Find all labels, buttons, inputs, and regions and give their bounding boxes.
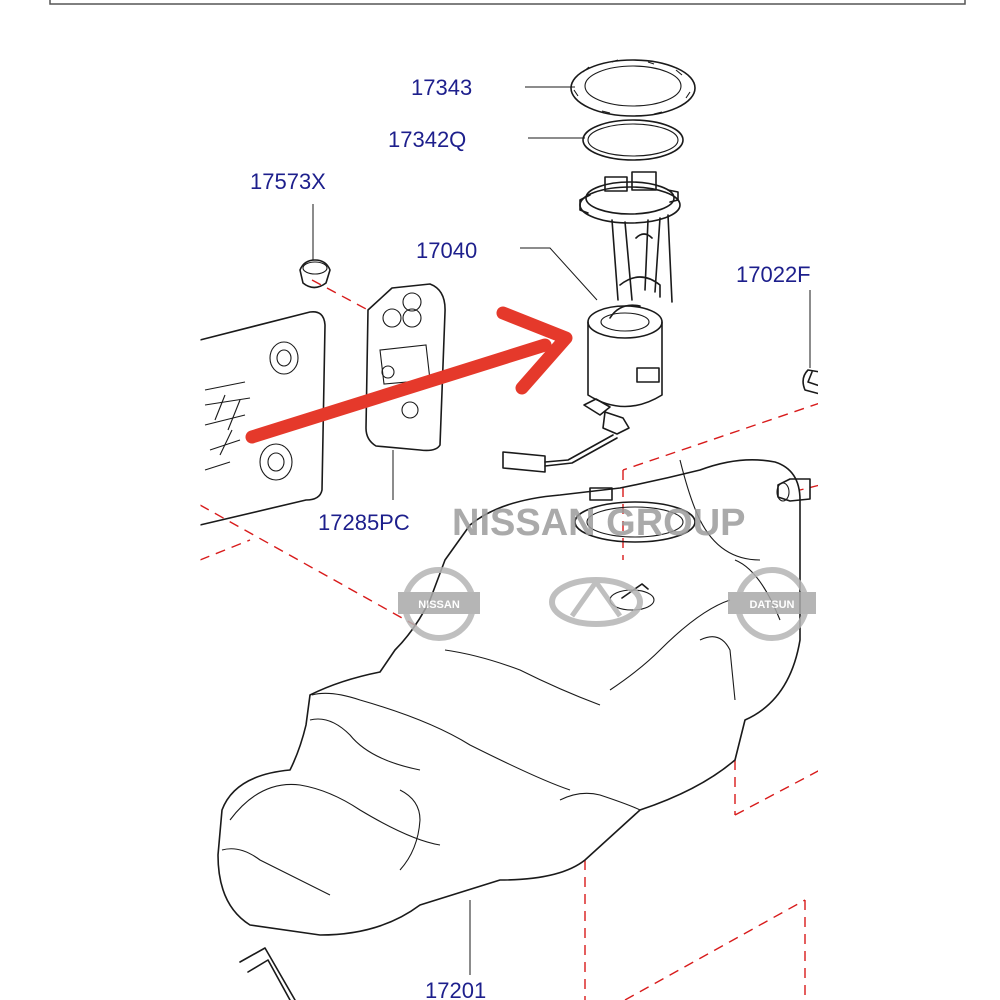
top-frame-box <box>49 0 966 5</box>
right-crop-mask <box>818 260 1000 1000</box>
label-17573X: 17573X <box>250 169 326 194</box>
part-17343-lock-ring <box>570 59 696 117</box>
part-17040-fuel-pump-assembly <box>502 171 681 473</box>
left-crop-mask <box>0 300 200 1000</box>
infiniti-logo <box>549 577 643 627</box>
part-17022F-clamp <box>802 369 821 395</box>
label-17285PC: 17285PC <box>318 510 410 535</box>
datsun-logo: DATSUN <box>728 567 816 641</box>
label-17040: 17040 <box>416 238 477 263</box>
part-labels: 17343 17342Q 17573X 17040 17022F 17285PC… <box>250 75 811 1000</box>
label-17343: 17343 <box>411 75 472 100</box>
part-17573X-clip <box>299 259 331 289</box>
nissan-logo-text: NISSAN <box>418 599 460 611</box>
highlight-arrow <box>245 306 573 444</box>
leader-lines <box>312 86 811 975</box>
label-17342Q: 17342Q <box>388 127 466 152</box>
part-17342Q-o-ring <box>582 119 684 161</box>
label-17201: 17201 <box>425 978 486 1000</box>
left-body-panel <box>199 310 326 526</box>
watermark: NISSAN GROUP NISSAN DATSUN <box>398 502 816 641</box>
part-17201-fuel-tank <box>217 458 811 936</box>
assembly-dashed-lines <box>199 279 821 1000</box>
watermark-text: NISSAN GROUP <box>452 502 745 544</box>
nissan-logo: NISSAN <box>398 567 480 641</box>
datsun-logo-text: DATSUN <box>749 599 794 611</box>
label-17022F: 17022F <box>736 262 811 287</box>
part-17285PC-plate <box>365 283 446 452</box>
tank-strap <box>239 947 296 1000</box>
